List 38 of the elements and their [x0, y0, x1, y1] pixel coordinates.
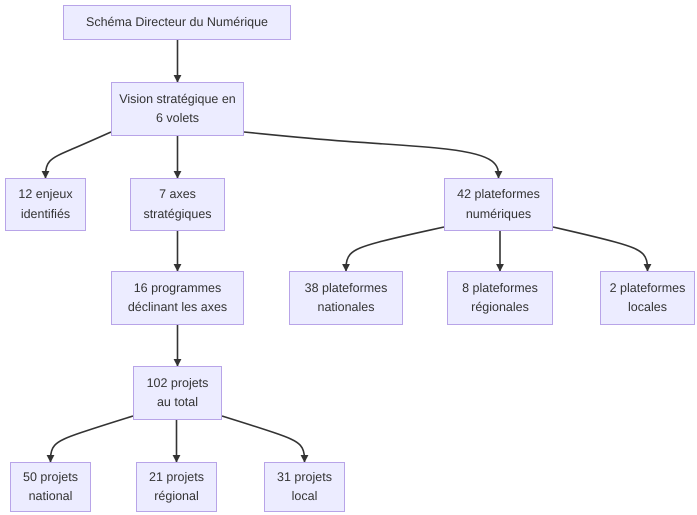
node-text: 7 axes stratégiques	[142, 186, 213, 223]
process-box	[133, 366, 222, 420]
process-box	[136, 462, 217, 512]
arrow	[496, 231, 504, 272]
arrow	[174, 231, 182, 272]
node-text: 2 plateformes locales	[608, 280, 686, 316]
arrow	[172, 420, 180, 463]
node-text: 31 projets local	[276, 468, 333, 505]
process-box	[111, 271, 244, 325]
node-text: 16 programmes déclinant les axes	[126, 280, 228, 316]
process-box	[5, 178, 86, 231]
process-box	[264, 462, 345, 512]
process-box	[444, 178, 553, 231]
arrow	[174, 136, 182, 179]
node-text: 50 projets national	[22, 468, 79, 505]
node-text: 8 plateformes régionales	[461, 280, 539, 316]
node-text: 42 plateformes numériques	[456, 186, 541, 223]
arrow	[42, 131, 112, 179]
process-box	[447, 271, 553, 325]
arrow	[174, 325, 182, 367]
node-text: Schéma Directeur du Numérique	[86, 14, 268, 31]
arrow	[244, 131, 502, 179]
arrow	[46, 415, 134, 463]
arrow	[222, 415, 308, 463]
node-text: 102 projets au total	[146, 374, 210, 411]
process-box	[600, 271, 695, 325]
process-box	[10, 462, 91, 512]
process-box	[289, 271, 403, 325]
process-box	[111, 82, 244, 136]
node-text: 12 enjeux identifiés	[17, 186, 74, 222]
arrow	[342, 226, 444, 272]
node-text: 21 projets régional	[148, 468, 205, 505]
arrow	[174, 40, 182, 83]
node-text: 38 plateformes nationales	[304, 280, 388, 316]
process-box	[130, 178, 225, 231]
node-text: Vision stratégique en 6 volets	[118, 90, 237, 127]
arrow	[552, 226, 652, 272]
process-box	[63, 5, 291, 40]
